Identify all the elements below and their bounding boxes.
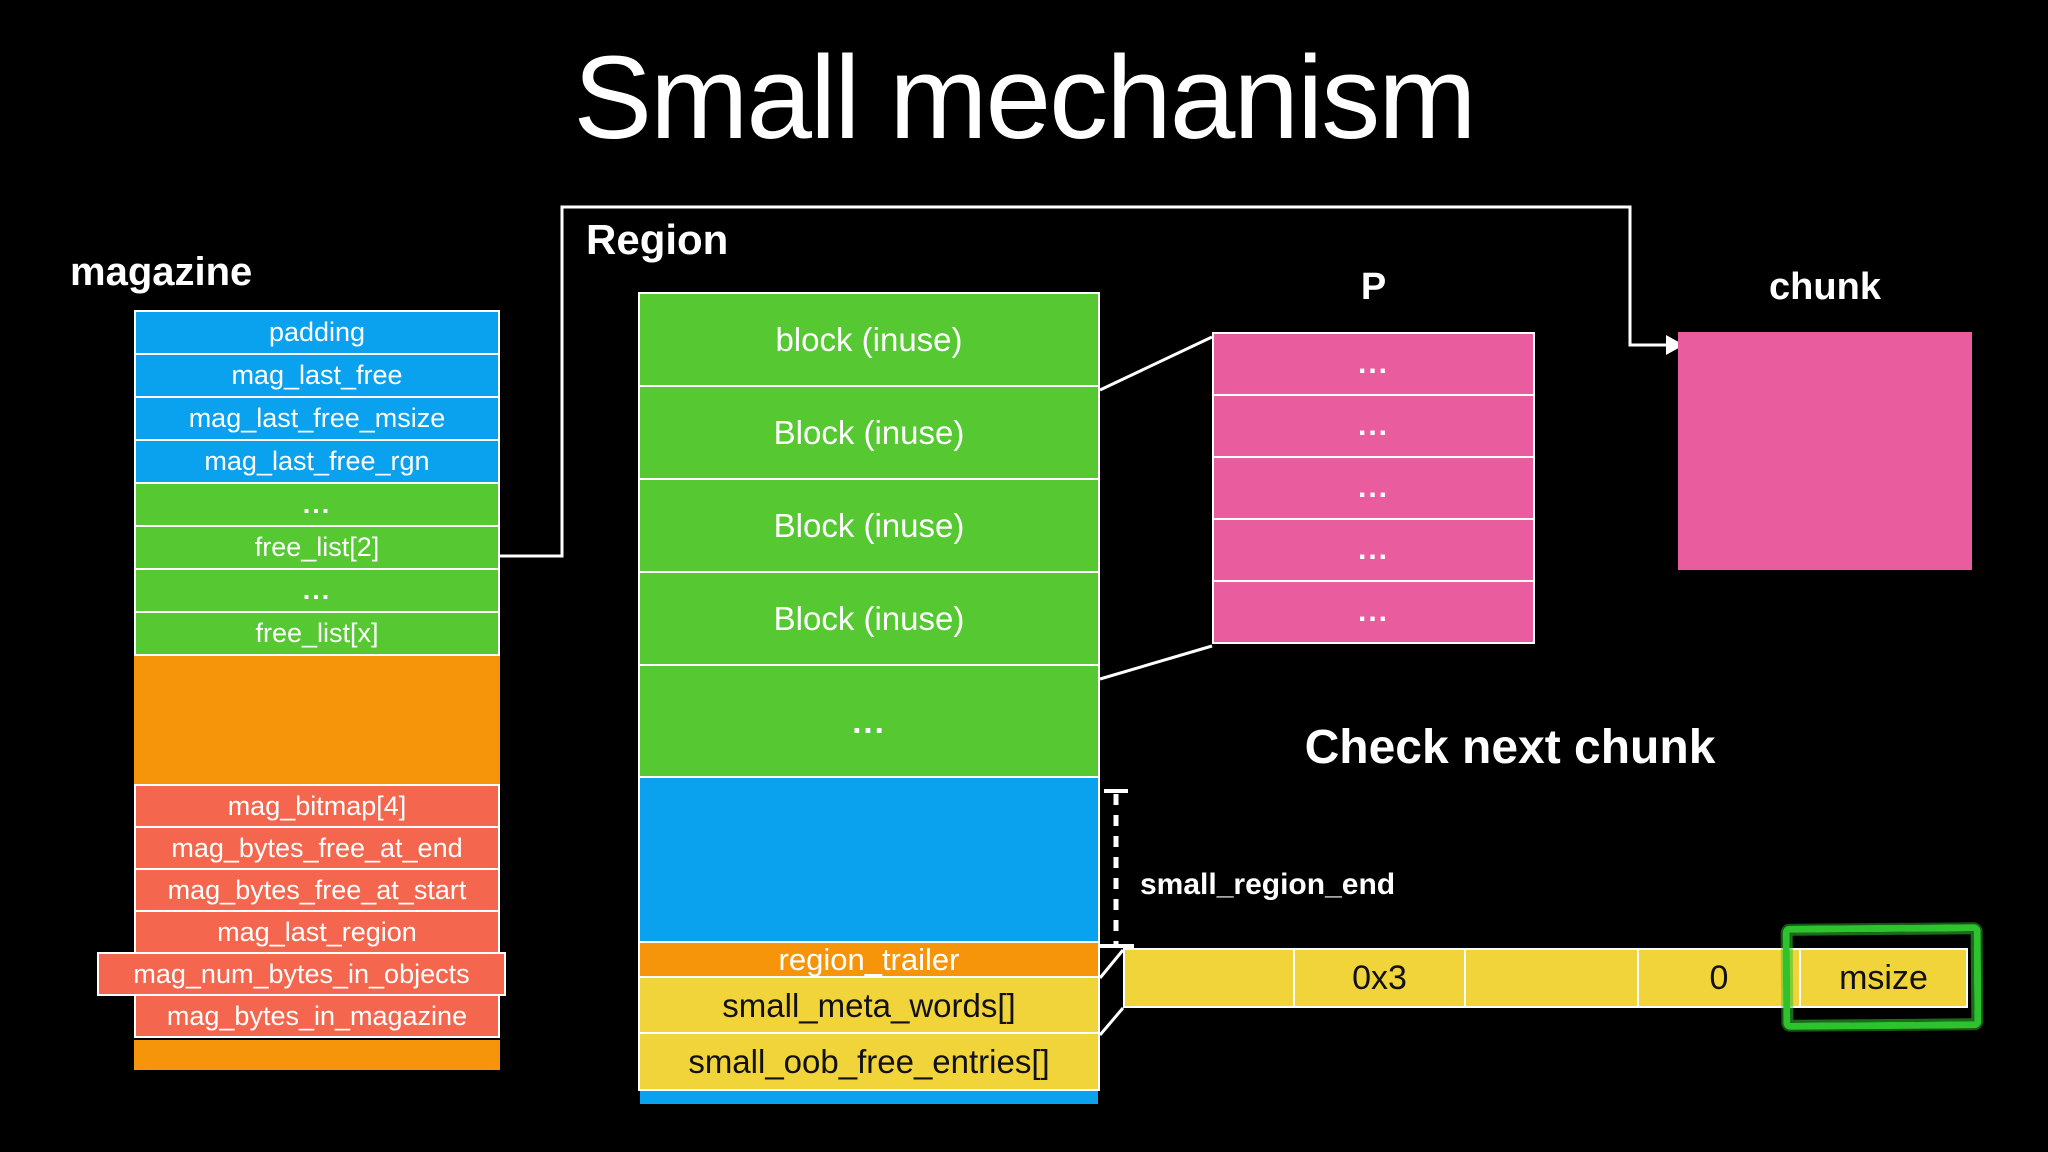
magazine-cell-mag-bytes-free-at-end: mag_bytes_free_at_end — [134, 826, 500, 870]
magazine-cell-free-list-x: free_list[x] — [134, 611, 500, 656]
p-row-5: ... — [1212, 580, 1535, 644]
magazine-cell-ellipsis-1: ... — [134, 482, 500, 527]
magazine-cell-mag-bytes-free-at-start: mag_bytes_free_at_start — [134, 868, 500, 912]
magazine-cell-mag-last-free-msize: mag_last_free_msize — [134, 396, 500, 441]
magazine-cell-free-list-2: free_list[2] — [134, 525, 500, 570]
meta-word-cell-0: 0 — [1637, 948, 1801, 1008]
magazine-cell-spacer — [134, 656, 500, 784]
p-label: P — [1360, 266, 1387, 308]
region-to-p-line-top — [1099, 335, 1213, 392]
magazine-cell-mag-last-free: mag_last_free — [134, 353, 500, 398]
region-block-bottom-strip — [640, 1091, 1098, 1104]
region-block-small-oob-free-entries: small_oob_free_entries[] — [638, 1032, 1100, 1091]
region-block-small-meta-words: small_meta_words[] — [638, 976, 1100, 1034]
magazine-cell-mag-num-bytes-in-objects: mag_num_bytes_in_objects — [97, 952, 506, 996]
meta-word-cell-0x3: 0x3 — [1293, 948, 1466, 1008]
slide-title: Small mechanism — [573, 32, 1476, 164]
magazine-cell-mag-bytes-in-magazine: mag_bytes_in_magazine — [134, 994, 500, 1038]
magazine-cell-ellipsis-2: ... — [134, 568, 500, 613]
magazine-cell-mag-last-free-rgn: mag_last_free_rgn — [134, 439, 500, 484]
magazine-cell-mag-bitmap: mag_bitmap[4] — [134, 784, 500, 828]
region-block-inuse-1: block (inuse) — [638, 292, 1100, 387]
meta-word-cell-msize: msize — [1799, 948, 1968, 1008]
region-block-free-space — [638, 776, 1100, 943]
meta-word-cell-1 — [1123, 948, 1295, 1008]
p-row-3: ... — [1212, 456, 1535, 520]
msize-highlight-scribble — [1782, 924, 1982, 1030]
p-row-4: ... — [1212, 518, 1535, 582]
meta-word-cell-3 — [1464, 948, 1639, 1008]
chunk-box — [1678, 332, 1972, 570]
region-block-ellipsis: ... — [638, 664, 1100, 778]
region-block-inuse-4: Block (inuse) — [638, 571, 1100, 666]
region-block-region-trailer: region_trailer — [638, 941, 1100, 978]
p-row-1: ... — [1212, 332, 1535, 396]
magazine-cell-bottom-strip — [134, 1040, 500, 1070]
small-region-end-label: small_region_end — [1140, 868, 1396, 901]
meta-to-row-line-top — [1098, 949, 1125, 979]
region-label: Region — [586, 216, 729, 263]
region-to-p-line-bottom — [1099, 644, 1213, 681]
chunk-label: chunk — [1769, 266, 1881, 308]
meta-to-row-line-bottom — [1098, 1007, 1125, 1036]
magazine-cell-padding: padding — [134, 310, 500, 355]
region-block-inuse-3: Block (inuse) — [638, 478, 1100, 573]
magazine-label: magazine — [70, 250, 253, 294]
p-row-2: ... — [1212, 394, 1535, 458]
region-block-inuse-2: Block (inuse) — [638, 385, 1100, 480]
magazine-cell-mag-last-region: mag_last_region — [134, 910, 500, 954]
check-next-chunk-label: Check next chunk — [1304, 721, 1716, 774]
